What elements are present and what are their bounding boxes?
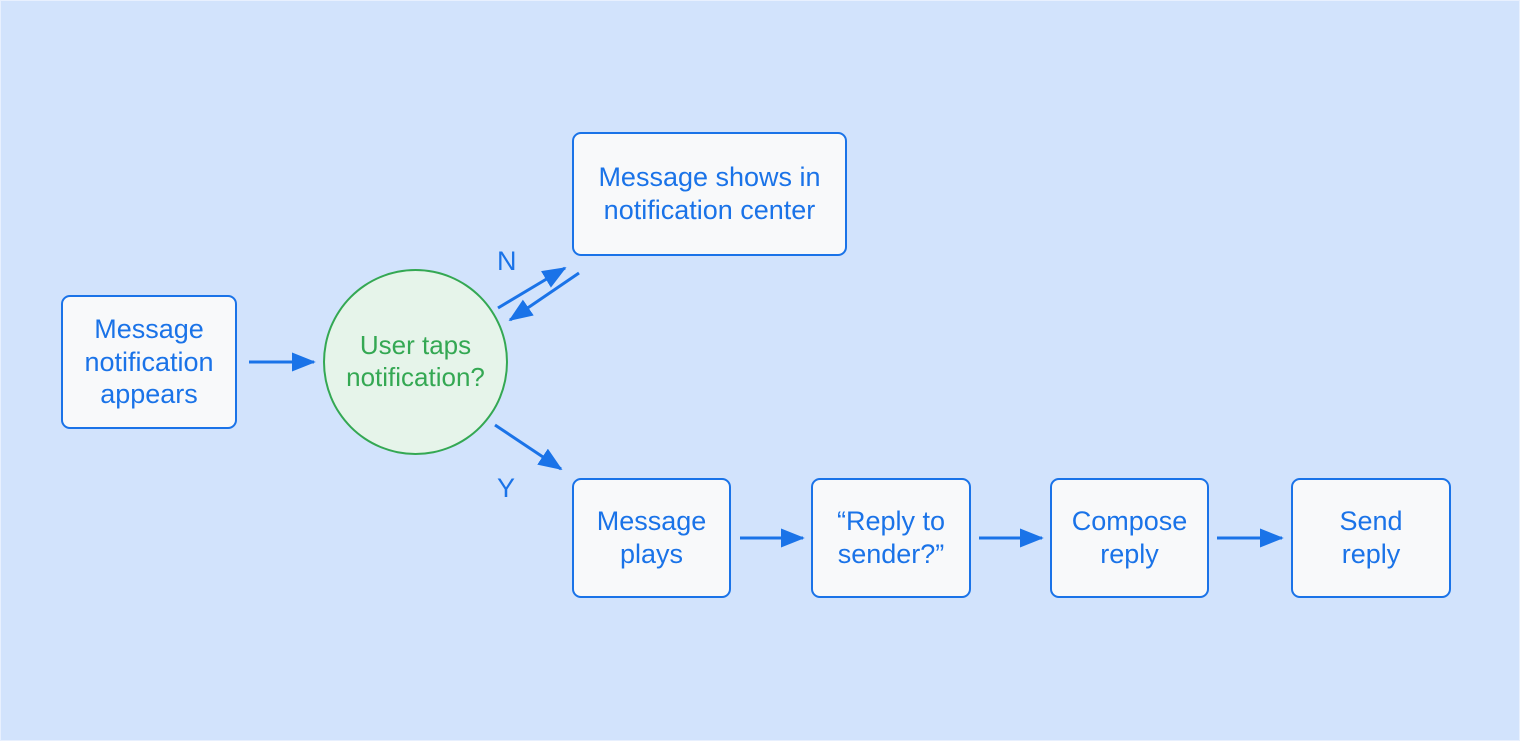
branch-label-y-text: Y <box>497 473 516 503</box>
node-compose-reply[interactable]: Compose reply <box>1050 478 1209 598</box>
node-label: Send reply <box>1339 506 1403 569</box>
node-label: “Reply to sender?” <box>836 506 946 569</box>
branch-label-n: N <box>497 248 517 275</box>
node-user-taps-notification[interactable]: User taps notification? <box>323 269 508 455</box>
node-reply-to-sender[interactable]: “Reply to sender?” <box>811 478 971 598</box>
node-message-shows-in-notification-center[interactable]: Message shows in notification center <box>572 132 847 256</box>
node-label: Message notification appears <box>84 313 214 410</box>
branch-label-y: Y <box>497 475 515 502</box>
node-message-plays[interactable]: Message plays <box>572 478 731 598</box>
edge-center-to-decision <box>508 271 580 322</box>
node-message-notification-appears[interactable]: Message notification appears <box>61 295 237 429</box>
node-send-reply[interactable]: Send reply <box>1291 478 1451 598</box>
edge-decision-to-plays <box>494 423 563 471</box>
node-label: Message shows in notification center <box>598 162 821 225</box>
node-label: User taps notification? <box>346 330 485 392</box>
node-label: Message plays <box>596 506 707 569</box>
branch-label-n-text: N <box>497 246 517 276</box>
node-label: Compose reply <box>1071 506 1188 569</box>
